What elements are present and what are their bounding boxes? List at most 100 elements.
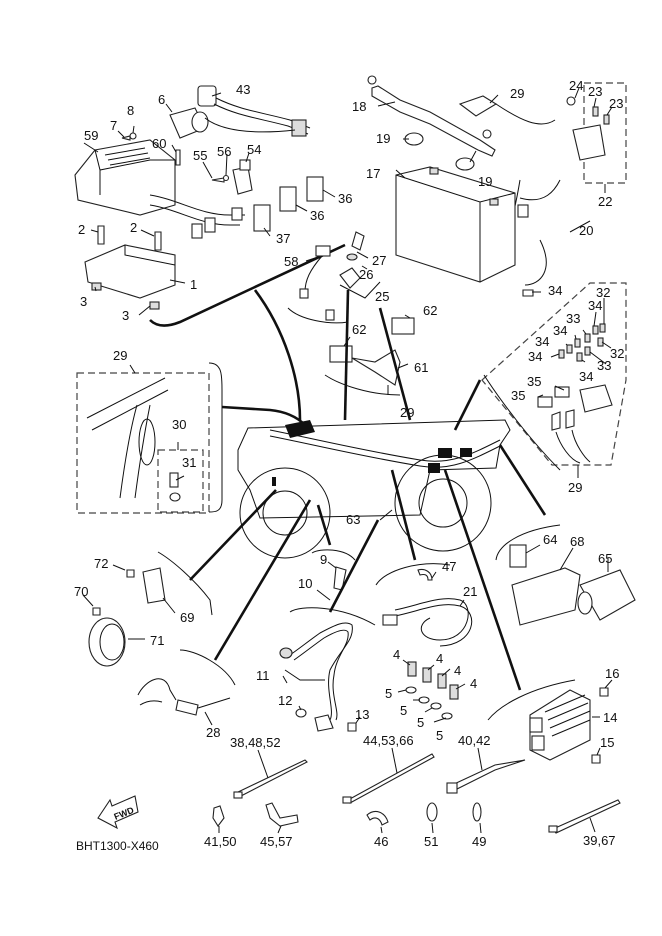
callout-69: 69 — [180, 610, 194, 625]
part-horn-71[interactable] — [88, 617, 126, 667]
part-cable-tie-44-53-66[interactable] — [347, 753, 435, 804]
connector — [191, 223, 203, 239]
part-clamp-45-57[interactable] — [265, 802, 299, 827]
part-fuse-34b[interactable] — [592, 325, 599, 335]
part-fuse-23a[interactable] — [592, 106, 599, 117]
part-nut-3b[interactable] — [149, 301, 160, 310]
part-bolt-55[interactable] — [211, 177, 225, 183]
callout-9: 9 — [320, 552, 327, 567]
callout-36b: 36 — [310, 208, 324, 223]
part-bolt-16[interactable] — [599, 687, 609, 697]
part-cover-19b[interactable] — [455, 157, 475, 171]
part-switch-58[interactable] — [315, 245, 331, 257]
part-relay-64[interactable] — [509, 544, 527, 568]
part-bracket-29[interactable] — [458, 95, 498, 117]
part-relay-35b[interactable] — [537, 396, 553, 408]
leader-lines — [380, 826, 383, 834]
part-nut-3a[interactable] — [91, 282, 102, 291]
front-hub — [262, 490, 308, 536]
part-sensor-4-set[interactable] — [407, 661, 459, 700]
part-clamp-47[interactable] — [417, 568, 433, 581]
part-washer-5-set[interactable] — [405, 686, 453, 720]
pointer-rectifier — [443, 469, 522, 691]
part-fuse-33b[interactable] — [584, 346, 591, 356]
part-bolt-2b[interactable] — [154, 231, 162, 251]
part-washer-56[interactable] — [222, 174, 230, 182]
part-cable-tie-39-67[interactable] — [552, 799, 621, 834]
part-bolt-13[interactable] — [347, 722, 357, 732]
part-fuse-32b[interactable] — [597, 337, 604, 347]
part-fuse-23b[interactable] — [603, 114, 610, 125]
group-frame-line — [179, 649, 236, 686]
part-washer-8[interactable] — [129, 132, 137, 140]
part-clamp-49[interactable] — [472, 802, 482, 822]
part-bolt-34[interactable] — [522, 289, 534, 297]
part-starter-relay[interactable] — [572, 124, 606, 161]
part-cdi-unit-1[interactable] — [84, 244, 176, 299]
callout-30: 30 — [172, 417, 186, 432]
part-bolt-7[interactable] — [121, 135, 131, 141]
part-relay-54[interactable] — [232, 159, 253, 195]
part-fuse-33a[interactable] — [584, 333, 591, 343]
part-rectifier-14[interactable] — [529, 689, 591, 761]
part-bracket-61[interactable] — [351, 349, 401, 386]
part-clamp-46[interactable] — [366, 810, 389, 826]
connector — [382, 614, 398, 626]
part-fuse-34d[interactable] — [566, 344, 573, 354]
part-fuse-34e[interactable] — [576, 352, 583, 362]
leader-lines — [592, 679, 613, 756]
part-ring-26[interactable] — [346, 253, 358, 261]
callout-4a: 4 — [393, 647, 400, 662]
part-bolt-70[interactable] — [92, 607, 101, 616]
part-bolt-15[interactable] — [591, 754, 601, 764]
callout-27: 27 — [372, 253, 386, 268]
part-clip-tie-40-42[interactable] — [451, 759, 526, 791]
part-screw-60[interactable] — [175, 149, 181, 166]
part-relay-36a[interactable] — [306, 176, 324, 202]
part-main-switch-25[interactable] — [339, 267, 361, 289]
callout-45-57: 45,57 — [260, 834, 293, 849]
part-bolt-72[interactable] — [126, 569, 135, 578]
callout-7: 7 — [110, 118, 117, 133]
leader-lines — [129, 364, 185, 481]
part-cable-20[interactable] — [519, 179, 561, 201]
pointer-sensor — [316, 504, 332, 546]
fwd-arrow: FWD — [97, 795, 139, 830]
part-fuse-32a[interactable] — [599, 323, 606, 333]
part-relay-37[interactable] — [253, 204, 271, 232]
part-battery-17[interactable] — [395, 166, 516, 283]
callout-20: 20 — [579, 223, 593, 238]
pointer-fuses — [453, 379, 482, 431]
part-bolt-2a[interactable] — [97, 225, 105, 245]
part-sensor-lead-28[interactable] — [137, 678, 177, 706]
part-plug-cap-43[interactable] — [197, 85, 311, 137]
part-battery-band-18[interactable] — [371, 85, 496, 157]
part-fuse-34c[interactable] — [574, 338, 581, 348]
part-sub-harness-21[interactable] — [394, 598, 469, 641]
part-sensor-28[interactable] — [175, 699, 199, 716]
part-clip-41-50[interactable] — [212, 805, 225, 827]
part-ignition-coil-65[interactable] — [577, 569, 636, 621]
part-nut-24[interactable] — [566, 96, 576, 106]
part-ignition-coil-6[interactable] — [169, 107, 209, 139]
group-frame-line — [157, 551, 213, 616]
part-ecu-59[interactable] — [74, 139, 176, 216]
callout-35b: 35 — [511, 388, 525, 403]
part-fuse-34f[interactable] — [558, 349, 565, 359]
part-cap-30[interactable] — [169, 492, 181, 502]
part-bracket-68[interactable] — [511, 567, 581, 626]
part-lead-11[interactable] — [289, 622, 353, 721]
part-fuse-box-62b[interactable] — [391, 317, 415, 335]
leader-lines — [479, 822, 482, 834]
part-key-27[interactable] — [351, 231, 365, 251]
part-clamp-51[interactable] — [426, 802, 438, 822]
relay-sockets — [551, 409, 575, 431]
part-cable-tie-38-48-52[interactable] — [235, 759, 308, 798]
part-fuse-holder-31[interactable] — [169, 472, 179, 488]
lead-11-line — [293, 629, 349, 721]
part-relay-35a[interactable] — [554, 386, 570, 398]
part-o-ring-12[interactable] — [295, 708, 307, 718]
part-relay-36b[interactable] — [279, 186, 297, 212]
part-bracket-69[interactable] — [142, 567, 166, 604]
part-fuse-box-62a[interactable] — [329, 345, 353, 363]
